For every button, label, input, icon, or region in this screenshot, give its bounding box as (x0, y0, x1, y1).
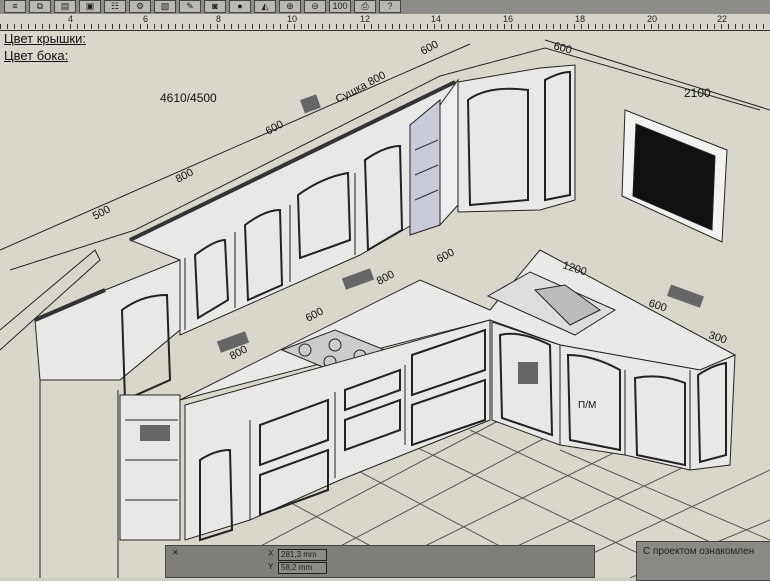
image-icon[interactable]: ▧ (154, 0, 176, 13)
ruler-tick: 18 (575, 14, 586, 24)
dim-label: 600 (304, 305, 326, 324)
ruler-tick: 10 (287, 14, 298, 24)
ruler-tick: 4 (68, 14, 74, 24)
dim-label: 800 (174, 166, 196, 185)
globe-icon[interactable]: ● (229, 0, 251, 13)
mirror-icon[interactable]: ◭ (254, 0, 276, 13)
dim-label: 600 (419, 38, 441, 57)
zoom-in-icon[interactable]: ⊕ (279, 0, 301, 13)
list-icon[interactable]: ≡ (4, 0, 26, 13)
ruler-tick: 20 (647, 14, 658, 24)
toolbar: ≡ ⧉ ▤ ▣ ☷ ⚙ ▧ ✎ ◙ ● ◭ ⊕ ⊖ 100 ⎙ ? (0, 0, 770, 14)
wall-line-right (544, 39, 770, 111)
x-label: X (268, 549, 274, 558)
ruler-tick: 8 (216, 14, 222, 24)
dishwasher-label: П/М (578, 400, 596, 411)
dim-label: 600 (552, 40, 573, 56)
dim-label: 500 (91, 203, 113, 222)
side-color-label: Цвет бока: (4, 48, 69, 63)
docs-icon[interactable]: ▤ (54, 0, 76, 13)
ruler-tick: 12 (360, 14, 371, 24)
dim-label: 300 (707, 329, 728, 346)
floor-tiles (199, 419, 770, 578)
ruler-tick: 6 (143, 14, 149, 24)
y-coordinate-field[interactable]: 58,2 mm (278, 562, 327, 574)
right-wall-label: 2100 (684, 86, 711, 100)
dryer-dim-label: Сушка 800 (334, 69, 388, 105)
kitchen-drawing: 4610/4500 500 800 600 Сушка 800 600 600 … (0, 38, 770, 578)
copy-icon[interactable]: ⧉ (29, 0, 51, 13)
dim-label: 600 (435, 246, 457, 265)
dim-label: 600 (264, 118, 286, 137)
ruler-tick: 22 (717, 14, 728, 24)
dim-label: 800 (375, 268, 397, 287)
camera-icon[interactable]: ◙ (204, 0, 226, 13)
zoom-100-button[interactable]: 100 (329, 0, 351, 13)
ruler-tick: 14 (431, 14, 442, 24)
horizontal-ruler[interactable]: 4 6 8 10 12 14 16 18 20 22 (0, 14, 770, 31)
print-icon[interactable]: ⎙ (354, 0, 376, 13)
disk-icon[interactable]: ▣ (79, 0, 101, 13)
help-icon[interactable]: ? (379, 0, 401, 13)
wall-line-left (0, 43, 471, 251)
x-coordinate-field[interactable]: 281,3 mm (278, 549, 327, 561)
approval-note: С проектом ознакомлен (636, 541, 770, 581)
dim-label: 600 (647, 297, 668, 314)
zoom-out-icon[interactable]: ⊖ (304, 0, 326, 13)
props-icon[interactable]: ☷ (104, 0, 126, 13)
ruler-tick: 16 (503, 14, 514, 24)
close-icon[interactable]: ✕ (172, 548, 179, 557)
paint-icon[interactable]: ✎ (179, 0, 201, 13)
total-length-label: 4610/4500 (160, 91, 217, 105)
drawing-canvas[interactable]: Цвет крышки: Цвет бока: (0, 31, 770, 578)
coordinates-panel: ✕ X 281,3 mm Y 58,2 mm (165, 545, 595, 578)
gear-icon[interactable]: ⚙ (129, 0, 151, 13)
y-label: Y (268, 562, 274, 571)
top-color-label: Цвет крышки: (4, 31, 86, 46)
